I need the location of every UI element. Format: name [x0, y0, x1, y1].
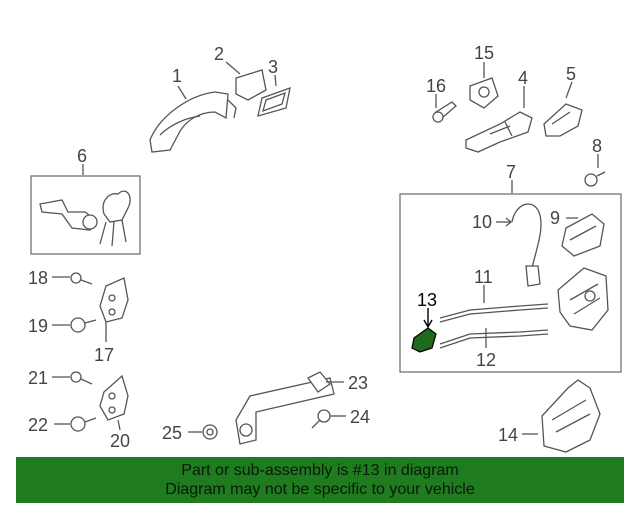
part-1-outside-handle	[149, 85, 237, 153]
part-23-door-checker	[235, 371, 344, 445]
callout-14: 14	[498, 425, 518, 445]
part-6-lock-cylinder-keys	[39, 164, 131, 247]
door-latch	[557, 267, 609, 331]
part-16-bolt	[432, 94, 457, 123]
banner-line-2: Diagram may not be specific to your vehi…	[165, 481, 475, 498]
part-2-handle-cover	[225, 61, 267, 101]
part-21-bolt	[52, 371, 93, 385]
part-25-nut	[188, 424, 218, 440]
part-20-hinge	[99, 374, 129, 431]
part-11-cable	[439, 285, 549, 323]
callout-11: 11	[474, 267, 493, 287]
part-3-gasket	[257, 74, 291, 117]
callout-19: 19	[28, 316, 48, 336]
callout-25: 25	[162, 423, 182, 443]
part-8-screw	[584, 154, 606, 187]
callout-10: 10	[472, 212, 492, 232]
callout-23: 23	[348, 373, 368, 393]
banner-line-1: Part or sub-assembly is #13 in diagram	[181, 462, 459, 479]
part-22-bolt	[54, 416, 97, 432]
callout-9: 9	[550, 208, 560, 228]
part-17-hinge	[99, 277, 129, 342]
callout-1: 1	[172, 66, 182, 86]
part-13-highlighted[interactable]	[411, 308, 437, 353]
callout-21: 21	[28, 368, 48, 388]
callout-5: 5	[566, 64, 576, 84]
callout-4: 4	[518, 68, 528, 88]
info-banner: Part or sub-assembly is #13 in diagram D…	[16, 457, 624, 503]
callout-7: 7	[506, 162, 516, 182]
callout-20: 20	[110, 431, 130, 451]
part-14-panel	[522, 379, 601, 453]
callout-12: 12	[476, 350, 496, 370]
part-10-rod	[496, 203, 542, 287]
callout-16: 16	[426, 76, 446, 96]
callout-8: 8	[592, 136, 602, 156]
part-9-latch-cover	[561, 213, 605, 257]
callout-3: 3	[268, 57, 278, 77]
callout-24: 24	[350, 407, 370, 427]
callout-6: 6	[77, 146, 87, 166]
callout-2: 2	[214, 44, 224, 64]
callout-13: 13	[417, 290, 437, 310]
part-12-cable	[439, 328, 549, 349]
part-4-bracket	[465, 86, 533, 153]
part-19-bolt	[52, 317, 97, 333]
part-18-bolt	[52, 272, 93, 285]
part-5-bracket	[543, 81, 583, 137]
part-15-clip	[469, 62, 499, 109]
callout-15: 15	[474, 43, 494, 63]
part-24-bolt	[311, 409, 346, 429]
callout-18: 18	[28, 268, 48, 288]
callout-17: 17	[94, 345, 114, 365]
callout-22: 22	[28, 415, 48, 435]
